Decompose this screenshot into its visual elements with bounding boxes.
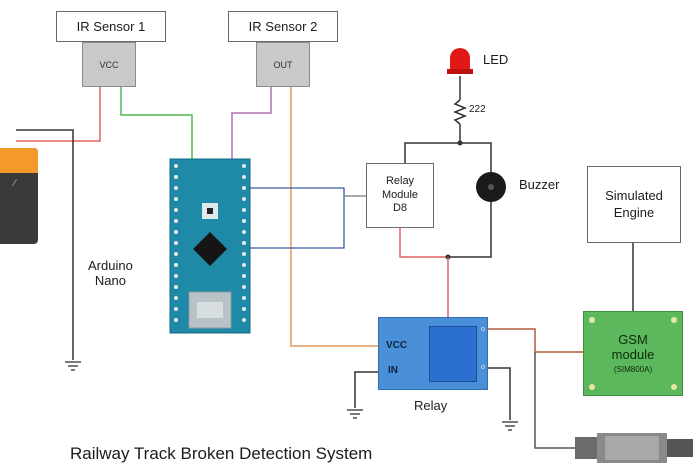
- relay-coil: [429, 326, 477, 382]
- wire-relaymodule-bottom: [399, 228, 448, 258]
- arduino-label-line2: Nano: [94, 272, 126, 288]
- resistor-icon: [452, 99, 468, 125]
- ground-icon: [347, 409, 363, 419]
- relay-pin-vcc: VCC: [386, 340, 408, 351]
- ir-sensor-1-connector: VCC: [82, 42, 136, 87]
- ir-sensor-1-pin: VCC: [99, 59, 119, 70]
- gsm-line1: GSM: [618, 332, 648, 348]
- motor-plug-icon: [575, 433, 693, 463]
- wire-arduino-relaymodule: [250, 187, 345, 249]
- relay-module-line3: D8: [392, 202, 408, 215]
- ir-sensor-2-pin: OUT: [273, 59, 293, 70]
- relay-terminal-mark: o: [481, 364, 485, 371]
- wire-left-ground: [16, 129, 74, 360]
- arduino-board-icon: [169, 158, 251, 334]
- junction-dot: [457, 140, 463, 146]
- gsm-line2: module: [611, 347, 655, 362]
- simulated-engine: Simulated Engine: [587, 166, 681, 243]
- relay-pin-in: IN: [388, 365, 398, 376]
- buzzer-label: Buzzer: [519, 177, 560, 192]
- engine-line1: Simulated: [605, 187, 663, 203]
- ground-icon: [502, 421, 518, 431]
- relay-module-line2: Module: [381, 188, 419, 201]
- engine-line2: Engine: [613, 204, 655, 220]
- led-icon: [447, 48, 473, 74]
- wire-relay-out-ground: [487, 367, 511, 420]
- arduino-label: Arduino Nano: [88, 258, 133, 289]
- wire-sensor2-out: [290, 87, 378, 347]
- diagram-title: Railway Track Broken Detection System: [70, 444, 373, 463]
- wire-relay-in-ground: [354, 371, 378, 408]
- wire-sensor2-signal: [231, 87, 272, 160]
- relay-board: VCC IN o o: [378, 317, 488, 390]
- wire-relay-gsm: [487, 328, 583, 353]
- buzzer-icon: [476, 172, 506, 202]
- wire-top-bus: [404, 142, 492, 172]
- ir-sensor-2: IR Sensor 2: [228, 11, 338, 42]
- gsm-module: GSM module (SIM800A): [583, 311, 683, 396]
- wire-buzzer-bottom: [448, 202, 492, 258]
- resistor-label: 222: [469, 104, 486, 115]
- wire-sensor1-signal: [120, 87, 193, 160]
- ground-icon: [65, 361, 81, 371]
- arduino-label-line1: Arduino: [88, 258, 133, 273]
- wire-relay-motor: [534, 352, 575, 449]
- relay-caption: Relay: [414, 398, 448, 413]
- relay-module: Relay Module D8: [366, 163, 434, 228]
- wire-sensor1-power: [16, 87, 101, 142]
- relay-terminal-mark: o: [481, 326, 485, 333]
- battery-icon: ∕: [0, 148, 38, 244]
- ir-sensor-1: IR Sensor 1: [56, 11, 166, 42]
- ir-sensor-2-connector: OUT: [256, 42, 310, 87]
- gsm-line3: (SIM800A): [613, 364, 653, 374]
- ir-sensor-2-label: IR Sensor 2: [248, 19, 318, 34]
- led-label: LED: [483, 52, 509, 67]
- relay-module-line1: Relay: [385, 174, 415, 187]
- ir-sensor-1-label: IR Sensor 1: [76, 19, 146, 34]
